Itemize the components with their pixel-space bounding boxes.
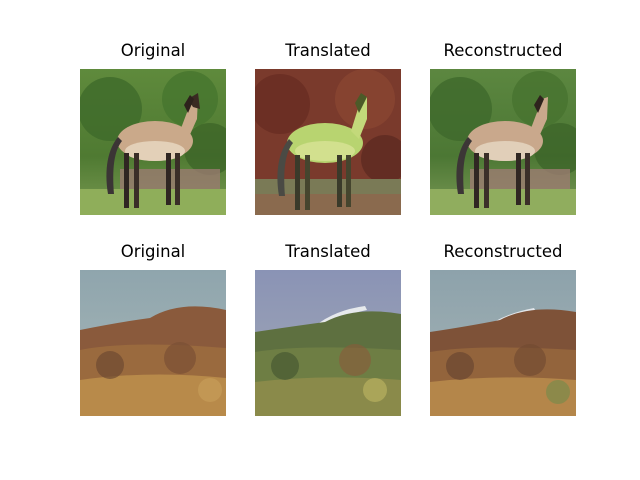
- panel-title: Translated: [285, 41, 371, 60]
- panel-landscape-translated: Translated: [255, 242, 401, 416]
- panel-title: Reconstructed: [443, 41, 563, 60]
- panel-landscape-original: Original: [80, 242, 226, 416]
- horse-translated-image: [255, 69, 401, 215]
- panel-title: Reconstructed: [443, 242, 563, 261]
- panel-title: Original: [120, 41, 186, 60]
- horse-reconstructed-image: [430, 69, 576, 215]
- landscape-reconstructed-image: [430, 270, 576, 416]
- panel-horse-translated: Translated: [255, 41, 401, 215]
- landscape-translated-image: [255, 270, 401, 416]
- panel-title: Original: [120, 242, 186, 261]
- panel-landscape-reconstructed: Reconstructed: [430, 242, 576, 416]
- panel-horse-original: Original: [80, 41, 226, 215]
- panel-horse-reconstructed: Reconstructed: [430, 41, 576, 215]
- landscape-original-image: [80, 270, 226, 416]
- horse-original-image: [80, 69, 226, 215]
- panel-title: Translated: [285, 242, 371, 261]
